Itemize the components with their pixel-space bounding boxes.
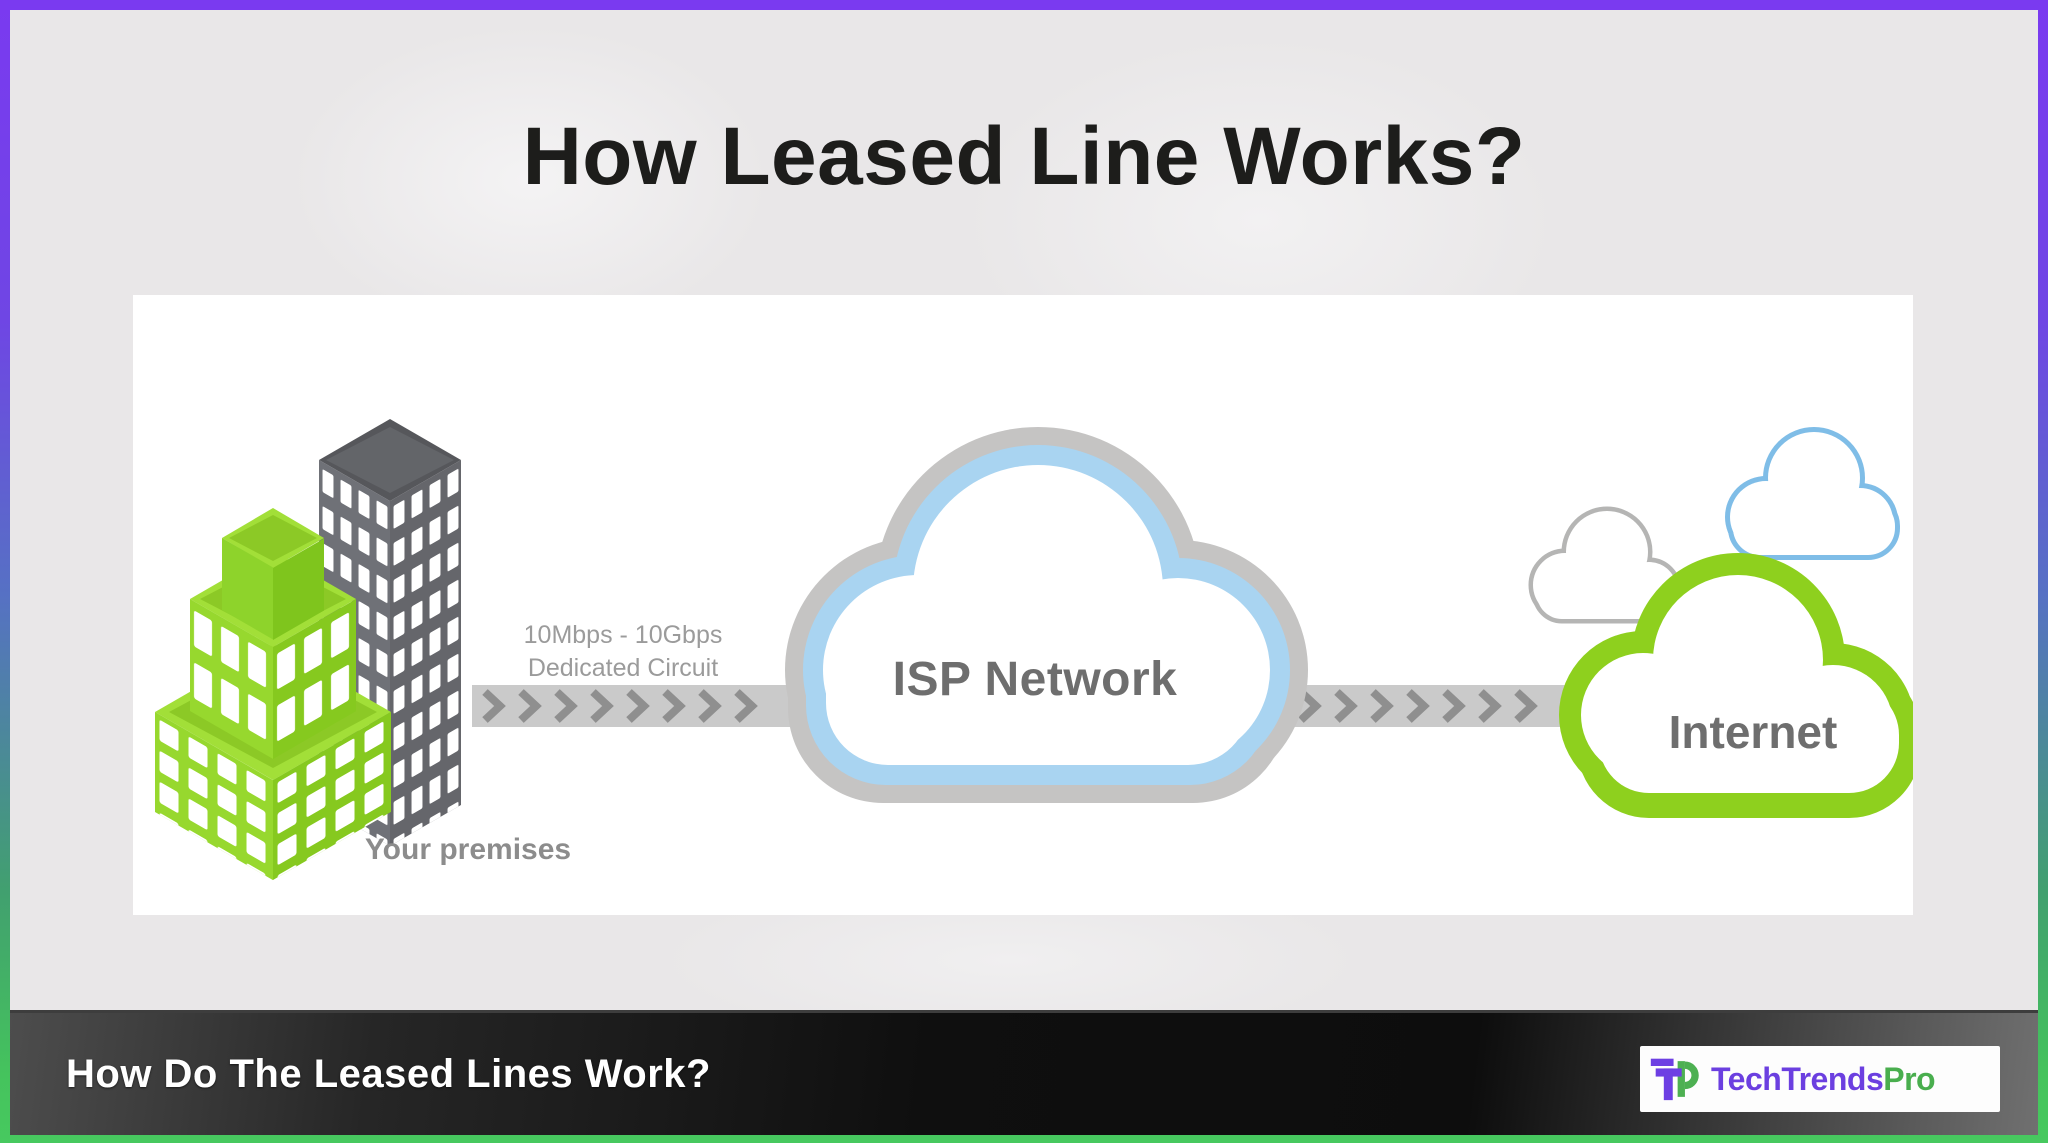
internet-cloud-label: Internet bbox=[1668, 706, 1838, 758]
premises-label: Your premises bbox=[364, 833, 572, 866]
brand-name-suffix: Pro bbox=[1883, 1060, 1936, 1097]
dedicated-circuit-arrow-band-icon bbox=[472, 685, 792, 727]
isp-cloud-icon bbox=[785, 427, 1308, 803]
diagram-panel: 10Mbps - 10Gbps Dedicated Circuit Your p… bbox=[133, 295, 1913, 915]
small-blue-cloud-icon bbox=[1725, 427, 1900, 560]
footer-bar: How Do The Leased Lines Work? TechTrends… bbox=[10, 1010, 2038, 1135]
internet-cloud-icon bbox=[1559, 553, 1913, 818]
bandwidth-label: 10Mbps - 10Gbps Dedicated Circuit bbox=[508, 619, 738, 685]
brand-name: TechTrendsPro bbox=[1711, 1060, 1936, 1098]
leased-line-diagram bbox=[155, 419, 1913, 881]
page-title: How Leased Line Works? bbox=[522, 111, 1526, 202]
brand-name-primary: TechTrends bbox=[1711, 1060, 1884, 1097]
isp-cloud-label: ISP Network bbox=[892, 653, 1178, 706]
techtrendspro-logo: TechTrendsPro bbox=[1640, 1046, 2000, 1112]
bandwidth-label-line1: 10Mbps - 10Gbps bbox=[523, 621, 723, 649]
page-background: How Leased Line Works? bbox=[10, 10, 2038, 1135]
footer-caption: How Do The Leased Lines Work? bbox=[66, 1051, 711, 1096]
bandwidth-label-line2: Dedicated Circuit bbox=[527, 654, 719, 682]
techtrendspro-logo-icon bbox=[1650, 1058, 1699, 1101]
green-building-icon bbox=[155, 508, 391, 881]
isp-to-internet-arrow-band-icon bbox=[1290, 685, 1570, 727]
